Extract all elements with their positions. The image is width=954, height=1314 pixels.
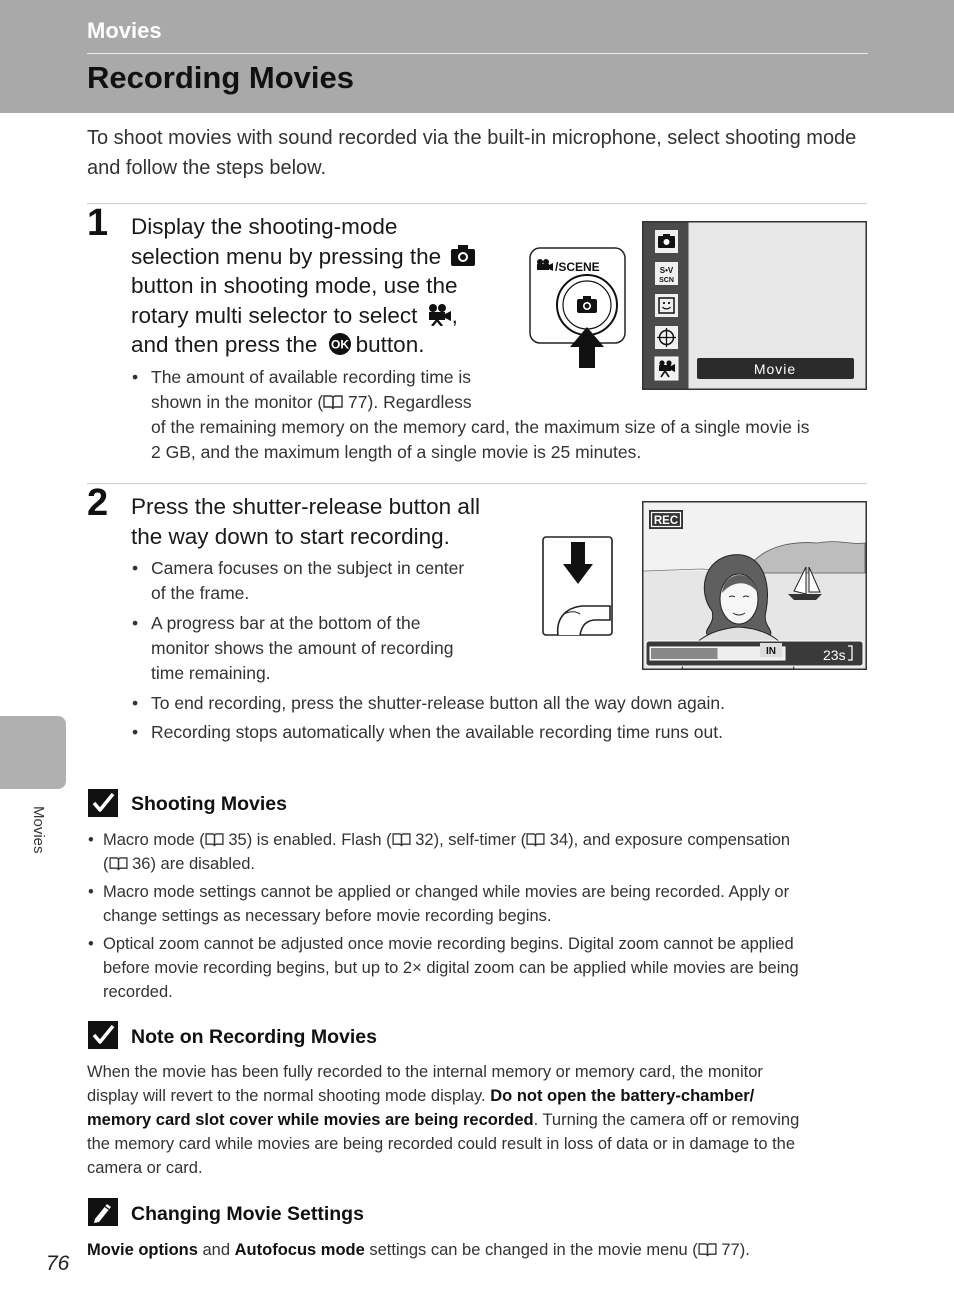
book-reference-icon <box>392 833 411 847</box>
svg-text:OK: OK <box>331 338 349 352</box>
finger-icon <box>556 605 611 636</box>
step1-line: selection menu by pressing the <box>131 242 476 272</box>
step2-number: 2 <box>87 482 109 524</box>
shooting-mode-menu-screen: S•V SCN Movie <box>642 221 867 390</box>
note-shooting-movies-title: Shooting Movies <box>131 793 287 815</box>
ok-button-icon: OK <box>328 333 351 355</box>
step2-line: Press the shutter-release button all <box>131 494 480 519</box>
note-settings-title: Changing Movie Settings <box>131 1203 364 1225</box>
shutter-button-illustration <box>542 536 613 636</box>
smile-mode-icon <box>655 294 678 317</box>
chapter-tab <box>0 716 66 789</box>
page-number: 76 <box>46 1252 70 1275</box>
step1-line: button in shooting mode, use the <box>131 273 458 298</box>
svg-text:S•V: S•V <box>660 266 674 275</box>
note-bullet: • Macro mode settings cannot be applied … <box>88 883 790 925</box>
check-note-icon <box>88 789 118 817</box>
section-title: Movies <box>87 18 162 43</box>
note-recording-body: When the movie has been fully recorded t… <box>87 1063 800 1177</box>
movie-mode-icon <box>654 356 679 381</box>
step2-line: the way down to start recording. <box>131 523 450 549</box>
step1-bullet: • The amount of available recording time… <box>132 367 810 462</box>
movie-camera-icon <box>428 303 451 327</box>
step1-number: 1 <box>87 202 109 244</box>
chapter-tab-label: Movies <box>30 806 47 854</box>
progress-fill <box>651 648 718 659</box>
note-bullet: • Optical zoom cannot be adjusted once m… <box>88 935 799 1001</box>
subject-tracking-icon <box>655 326 678 349</box>
camera-mode-button-illustration: /SCENE <box>529 247 626 368</box>
book-reference-icon <box>205 833 224 847</box>
book-reference-icon <box>108 857 128 871</box>
step1-instructions: Display the shooting-mode selection menu… <box>131 212 476 360</box>
movie-mode-label: Movie <box>754 361 796 377</box>
note-bullet: • Macro mode ( 35) is enabled. Flash ( 3… <box>88 831 791 873</box>
sailboat-icon <box>788 566 822 600</box>
press-down-arrow-icon <box>563 542 593 584</box>
internal-memory-badge <box>760 643 782 657</box>
page-title: Recording Movies <box>87 60 354 95</box>
camera-icon <box>577 296 597 313</box>
svg-text:SCN: SCN <box>659 277 674 284</box>
header-divider <box>87 53 868 54</box>
step1-line: Display the shooting-mode <box>131 214 398 239</box>
note-recording-title: Note on Recording Movies <box>131 1026 377 1048</box>
step1-divider <box>87 203 867 204</box>
book-reference-icon <box>698 1243 717 1257</box>
recording-screen: REC IN 23s <box>642 501 867 670</box>
intro-paragraph: To shoot movies with sound recorded via … <box>87 127 857 179</box>
scene-mode-icon: S•V SCN <box>655 262 678 285</box>
rec-indicator: REC <box>654 515 678 527</box>
book-reference-icon <box>526 833 545 847</box>
movie-small-icon <box>537 259 553 271</box>
check-note-icon <box>88 1021 118 1049</box>
internal-memory-label: IN <box>766 646 776 657</box>
auto-mode-icon <box>655 230 678 253</box>
step2-bullet: • Camera focuses on the subject in cente… <box>132 558 465 603</box>
step2-bullet: • Recording stops automatically when the… <box>132 722 723 742</box>
movie-label-bar <box>697 358 854 379</box>
book-reference-icon <box>323 395 343 410</box>
rec-badge <box>649 510 683 529</box>
press-arrow-icon <box>570 327 604 368</box>
camera-icon <box>451 244 476 266</box>
time-remaining: 23s <box>823 647 846 663</box>
scene-label: /SCENE <box>555 260 600 274</box>
step2-bullet: • To end recording, press the shutter-re… <box>132 693 725 713</box>
step1-line: rotary multi selector to select , <box>131 302 458 328</box>
note-settings-body: Movie options and Autofocus mode setting… <box>87 1241 750 1259</box>
pencil-note-icon <box>88 1198 118 1226</box>
section-header <box>0 0 954 113</box>
step2-instructions: Press the shutter-release button all the… <box>131 492 480 551</box>
step2-divider <box>87 483 867 484</box>
mountains <box>751 541 866 574</box>
